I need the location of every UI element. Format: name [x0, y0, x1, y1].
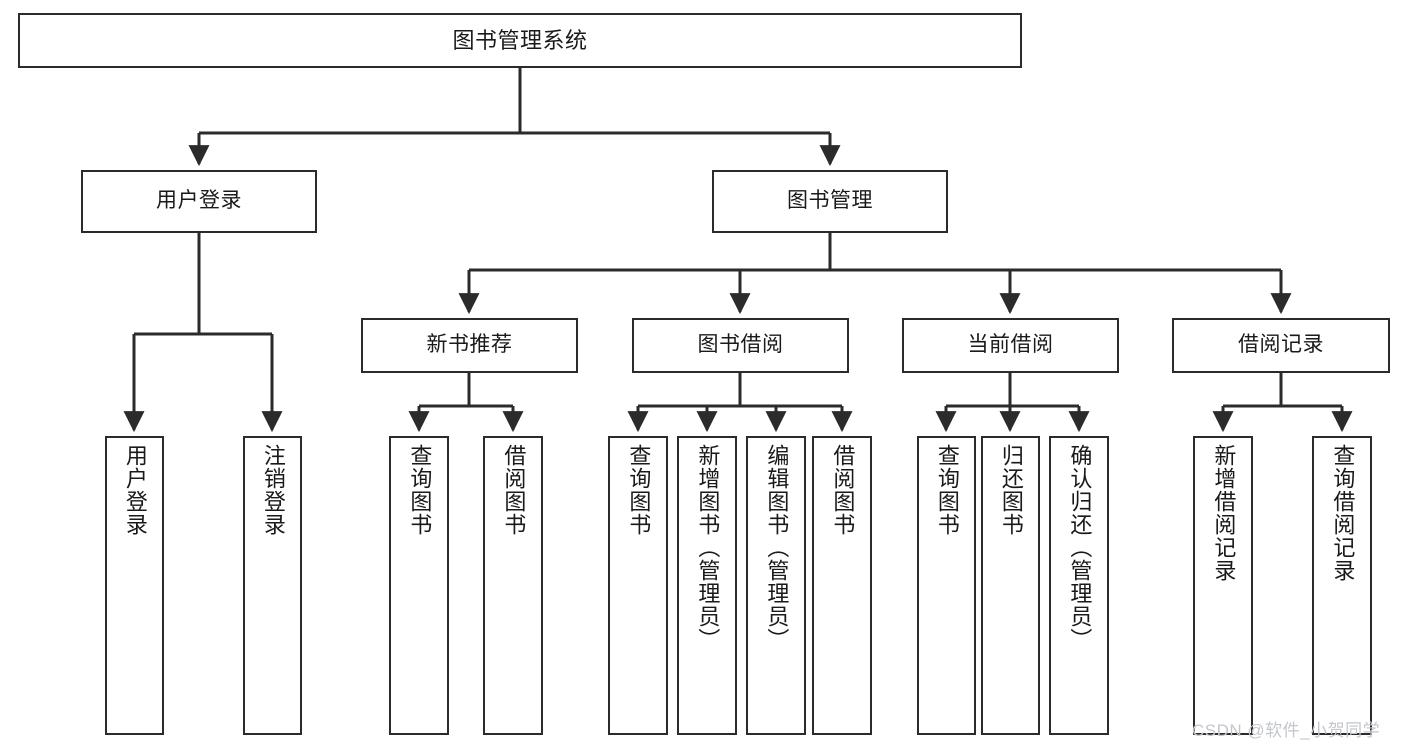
node-label: 查询图书	[934, 444, 960, 536]
leaf-book-borrow-borrow-book[interactable]: 借阅图书	[812, 436, 872, 735]
leaf-borrow-record-query-record[interactable]: 查询借阅记录	[1312, 436, 1372, 735]
leaf-borrow-record-add-record[interactable]: 新增借阅记录	[1193, 436, 1253, 735]
leaf-current-borrow-return-book[interactable]: 归还图书	[981, 436, 1040, 735]
node-label: 图书借阅	[697, 333, 784, 357]
node-label: 图书管理系统	[452, 27, 588, 53]
leaf-current-borrow-query-book[interactable]: 查询图书	[917, 436, 976, 735]
node-label: 图书管理	[787, 189, 873, 213]
leaf-new-book-borrow-book[interactable]: 借阅图书	[483, 436, 543, 735]
node-label: 借阅记录	[1238, 333, 1324, 357]
node-label: 注销登录	[260, 444, 286, 536]
node-label: 归还图书	[998, 444, 1024, 536]
node-label: 用户登录	[156, 189, 242, 213]
leaf-user-login[interactable]: 用户登录	[105, 436, 164, 735]
node-label: 用户登录	[122, 444, 148, 536]
node-borrow-record[interactable]: 借阅记录	[1172, 318, 1390, 373]
node-label: 借阅图书	[501, 444, 527, 536]
node-label: 新增图书（管理员）	[695, 444, 721, 651]
csdn-watermark: CSDN @软件_小贺同学	[1192, 721, 1381, 740]
node-label: 确认归还（管理员）	[1067, 444, 1093, 651]
node-label: 查询图书	[407, 444, 433, 536]
node-label: 借阅图书	[830, 444, 856, 536]
node-label: 查询图书	[626, 444, 652, 536]
leaf-book-borrow-query-book[interactable]: 查询图书	[608, 436, 668, 735]
node-label: 查询借阅记录	[1330, 444, 1356, 582]
leaf-current-borrow-confirm-return-admin[interactable]: 确认归还（管理员）	[1049, 436, 1109, 735]
leaf-new-book-query-book[interactable]: 查询图书	[389, 436, 449, 735]
leaf-logout-login[interactable]: 注销登录	[243, 436, 302, 735]
node-label: 当前借阅	[967, 333, 1054, 357]
leaf-book-borrow-edit-book-admin[interactable]: 编辑图书（管理员）	[746, 436, 806, 735]
node-current-borrow[interactable]: 当前借阅	[902, 318, 1119, 373]
node-new-book-recommend[interactable]: 新书推荐	[361, 318, 578, 373]
node-label: 新增借阅记录	[1211, 444, 1237, 582]
node-book-management[interactable]: 图书管理	[712, 170, 948, 233]
node-label: 编辑图书（管理员）	[764, 444, 790, 651]
node-root-book-management-system[interactable]: 图书管理系统	[18, 13, 1022, 68]
node-label: 新书推荐	[426, 333, 513, 357]
node-book-borrow[interactable]: 图书借阅	[632, 318, 849, 373]
node-user-login[interactable]: 用户登录	[81, 170, 317, 233]
leaf-book-borrow-add-book-admin[interactable]: 新增图书（管理员）	[677, 436, 737, 735]
